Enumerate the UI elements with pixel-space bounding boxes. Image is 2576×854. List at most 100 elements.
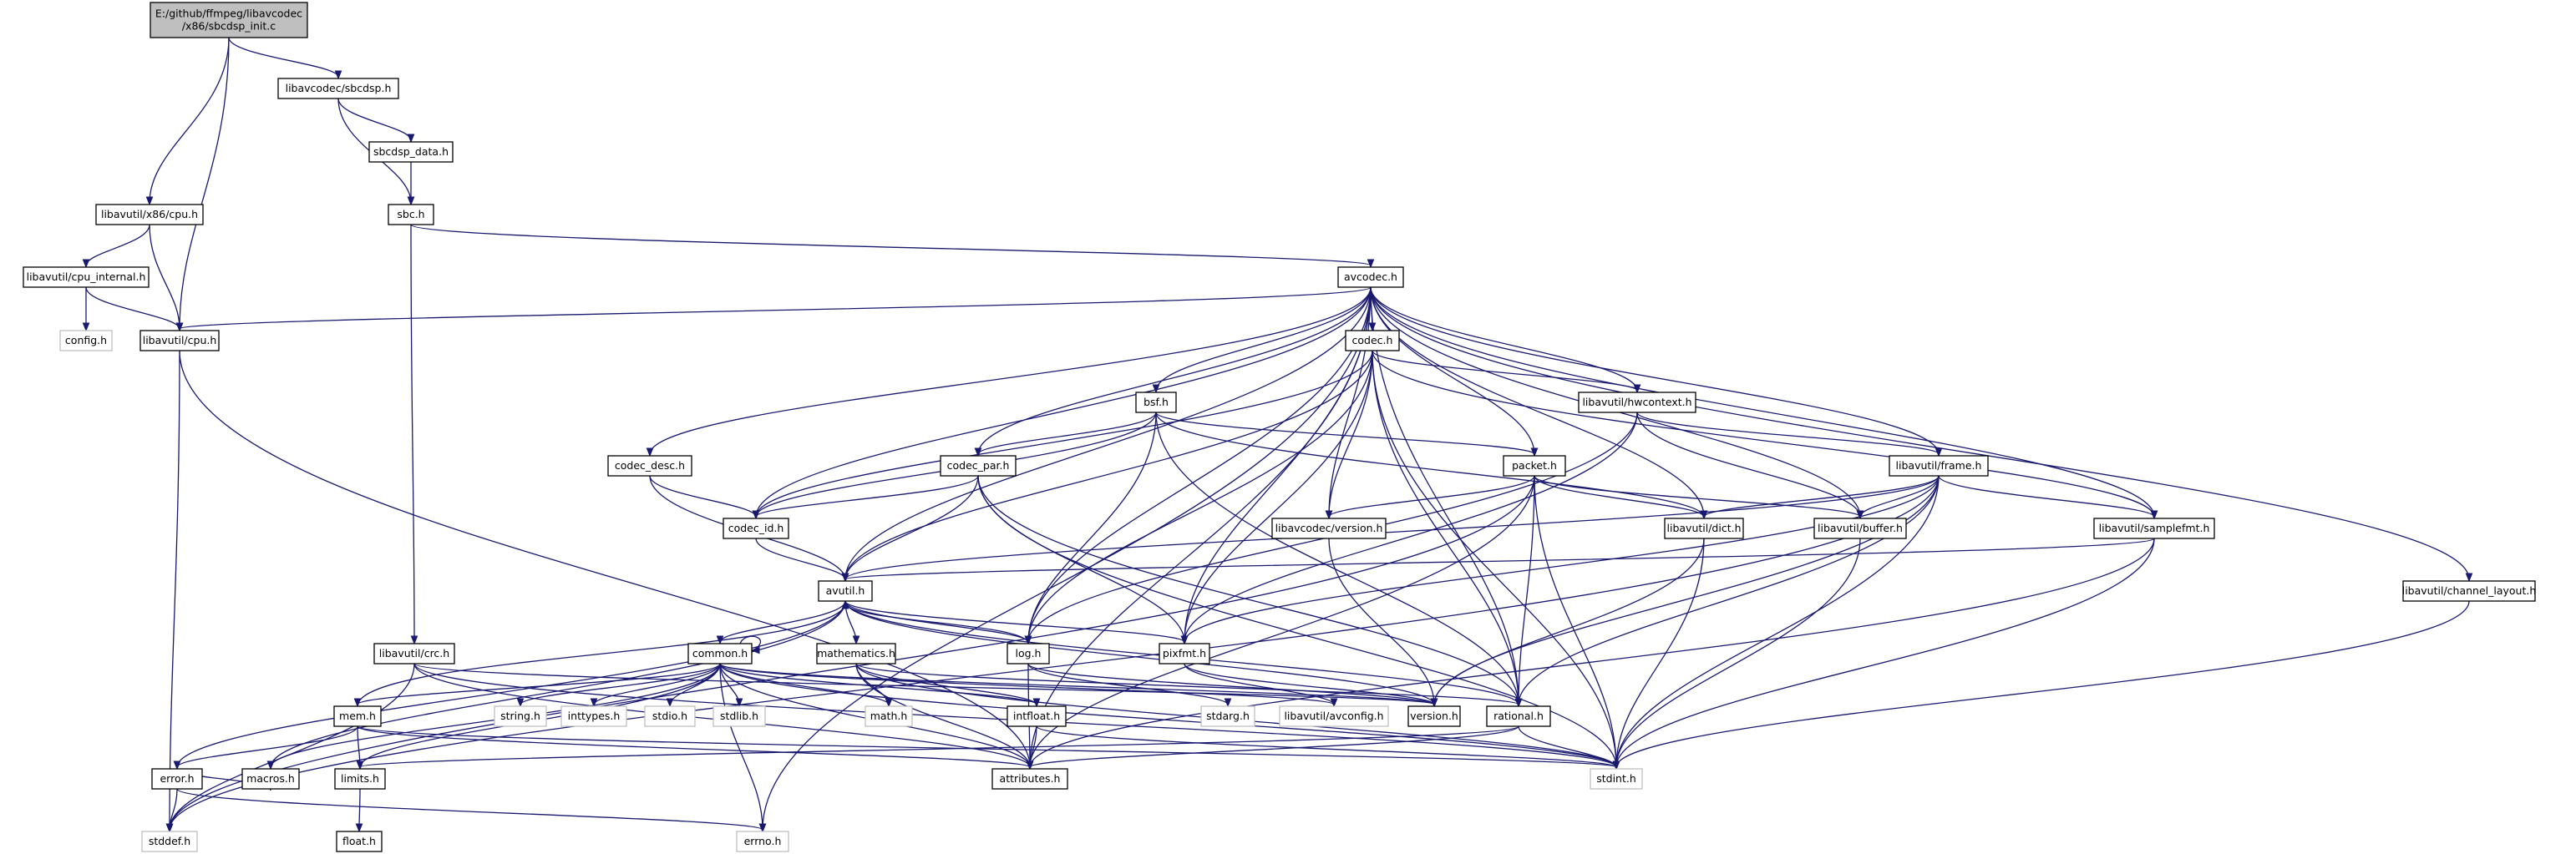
edge-avcodec-to-frame [1370,286,1943,457]
node-box [816,643,896,665]
node-avcodec[interactable]: avcodec.h [1337,266,1404,288]
edge-arrowhead [410,635,418,645]
node-cpuint[interactable]: libavutil/cpu_internal.h [23,266,150,288]
node-mem[interactable]: mem.h [333,705,382,727]
node-crc[interactable]: libavutil/crc.h [373,643,455,665]
node-intfloat[interactable]: intfloat.h [1007,705,1067,727]
edge-line [1184,412,1638,643]
edge-line [1534,475,1617,768]
node-avconfig[interactable]: libavutil/avconfig.h [1279,705,1389,727]
node-string[interactable]: string.h [494,705,547,727]
node-buffer[interactable]: libavutil/buffer.h [1813,518,1907,539]
node-label: libavutil/frame.h [1896,459,1982,472]
node-label: limits.h [341,772,379,785]
node-label: codec_par.h [947,459,1010,472]
node-stdint[interactable]: stdint.h [1590,768,1643,790]
edge-avcodec-to-errno [758,286,1372,833]
node-rational[interactable]: rational.h [1486,705,1551,727]
node-label: mathematics.h [817,647,895,659]
node-x86cpu[interactable]: libavutil/x86/cpu.h [95,204,204,225]
node-config[interactable]: config.h [59,330,113,351]
node-label: libavutil/x86/cpu.h [101,208,198,220]
node-label: string.h [500,710,540,722]
edge-codecpar-to-avutil [841,475,979,583]
node-samplefmt[interactable]: libavutil/samplefmt.h [2093,518,2215,539]
node-codecdesc[interactable]: codec_desc.h [607,455,692,477]
edge-line [719,663,763,831]
edge-arrowhead [666,698,674,708]
edge-root-to-lsbcdsp [228,37,342,80]
node-codec[interactable]: codec.h [1345,330,1400,351]
edge-line [1703,475,1940,518]
edge-avcodec-to-bsf [1152,286,1372,394]
node-frame[interactable]: libavutil/frame.h [1889,455,1989,477]
node-macros[interactable]: macros.h [241,768,300,790]
node-sbc[interactable]: sbc.h [388,204,434,225]
edge-line [1433,475,1940,705]
node-label: libavutil/buffer.h [1818,522,1903,534]
edge-line [410,224,1372,266]
edge-arrowhead [1180,635,1189,645]
node-stddef[interactable]: stddef.h [141,831,198,852]
edge-arrowhead [885,698,893,708]
node-errno[interactable]: errno.h [736,831,789,852]
edge-line [593,663,721,705]
edge-line [1615,475,1940,768]
edge-arrowhead [1330,698,1338,708]
node-packet[interactable]: packet.h [1503,455,1566,477]
node-codecpar[interactable]: codec_par.h [940,455,1017,477]
node-avutil[interactable]: avutil.h [818,580,873,602]
node-label: stdlib.h [720,710,758,722]
edge-arrowhead [646,447,654,457]
edge-line [1372,350,1519,705]
node-label: inttypes.h [568,710,621,722]
node-codecid[interactable]: codec_id.h [723,518,789,539]
node-hwctx[interactable]: libavutil/hwcontext.h [1578,392,1696,413]
node-math[interactable]: mathematics.h [816,643,896,665]
node-common[interactable]: common.h [687,643,753,665]
node-label: stddef.h [149,835,190,847]
node-pixfmt[interactable]: pixfmt.h [1159,643,1210,665]
edge-line [739,635,762,651]
node-attributes[interactable]: attributes.h [991,768,1068,790]
edge-line [719,663,1335,705]
edge-line [1615,600,2470,768]
edge-line [337,98,412,141]
edge-arrowhead [1224,698,1232,708]
node-box [560,705,627,727]
node-mathh[interactable]: math.h [865,705,913,727]
node-stdio[interactable]: stdio.h [644,705,696,727]
edge-error-to-errno [176,788,767,833]
edge-line [1370,286,1705,518]
node-stdarg[interactable]: stdarg.h [1200,705,1255,727]
edge-line [1372,350,2155,518]
node-limits[interactable]: limits.h [334,768,386,790]
node-lcpu[interactable]: libavutil/cpu.h [139,330,220,351]
node-error[interactable]: error.h [151,768,203,790]
edge-codecid-to-avutil [755,538,849,583]
edge-line [1155,286,1372,392]
node-bsf[interactable]: bsf.h [1135,392,1177,413]
node-chlayout[interactable]: libavutil/channel_layout.h [2402,580,2537,602]
node-lversion[interactable]: libavcodec/version.h [1271,518,1387,539]
edge-line [755,286,1372,518]
node-lsbcdsp[interactable]: libavcodec/sbcdsp.h [277,78,399,99]
node-stdlib[interactable]: stdlib.h [712,705,766,727]
edge-line [977,475,1617,768]
node-log[interactable]: log.h [1007,643,1050,665]
node-sbcdata[interactable]: sbcdsp_data.h [368,141,454,163]
node-label: avcodec.h [1344,270,1397,283]
node-float[interactable]: float.h [336,831,383,852]
edge-samplefmt-to-avutil [841,538,2155,583]
edge-arrowhead [2150,510,2158,520]
node-version[interactable]: version.h [1407,705,1461,727]
node-label: avutil.h [826,584,865,597]
node-box [736,831,789,852]
edge-samplefmt-to-stdint [1612,538,2155,771]
node-label: libavutil/samplefmt.h [2099,522,2210,534]
node-root[interactable]: E:/github/ffmpeg/libavcodec/x86/sbcdsp_i… [150,2,308,38]
node-inttypes[interactable]: inttypes.h [560,705,627,727]
node-label: attributes.h [1000,772,1061,785]
edge-common-to-string [516,663,721,708]
node-dict[interactable]: libavutil/dict.h [1664,518,1744,539]
